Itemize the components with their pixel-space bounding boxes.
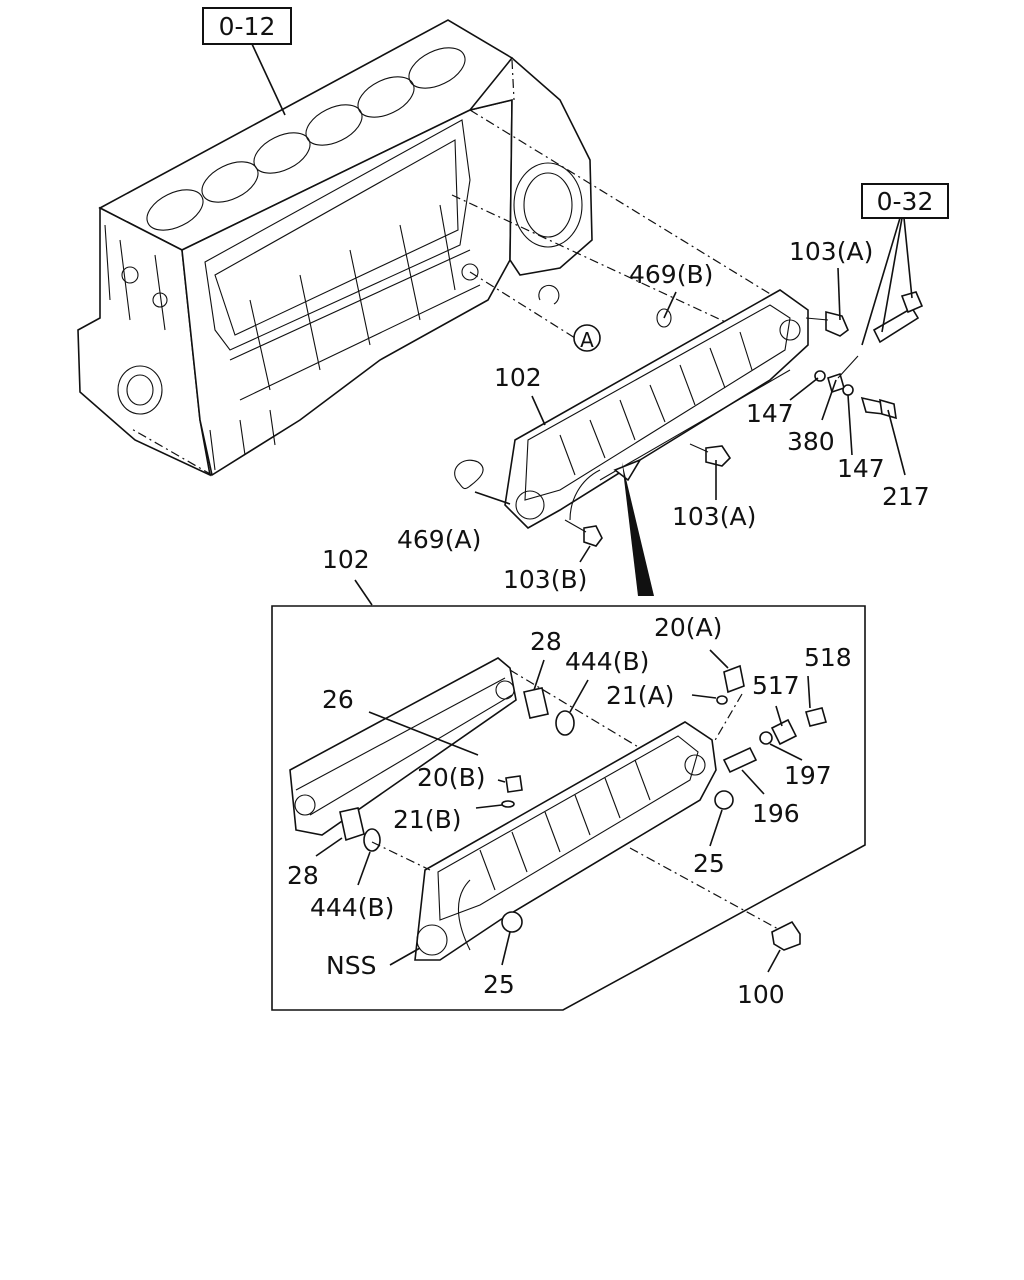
label-25-right: 25	[693, 849, 725, 878]
label-103b: 103(B)	[503, 565, 587, 594]
label-217: 217	[882, 482, 930, 511]
label-444b-top: 444(B)	[565, 647, 649, 676]
label-20b: 20(B)	[417, 763, 485, 792]
engine-block	[77, 19, 593, 477]
label-21b: 21(B)	[393, 805, 461, 834]
label-21a: 21(A)	[606, 681, 674, 710]
sensor-196	[722, 746, 758, 774]
label-380: 380	[787, 427, 835, 456]
plug-20a	[723, 664, 745, 694]
ref-0-12: 0-12	[202, 7, 292, 116]
label-28-bottom: 28	[287, 861, 319, 890]
label-444b-bottom: 444(B)	[310, 893, 394, 922]
oring-21a	[716, 695, 728, 705]
label-26: 26	[322, 685, 354, 714]
pipe-fitting-0-32	[872, 291, 924, 344]
oring-444b-top	[555, 710, 575, 736]
detail-cooler-body	[414, 721, 717, 961]
gasket-28-bottom	[339, 807, 365, 842]
bolt-518	[805, 707, 827, 727]
washer-147-right	[842, 384, 854, 396]
label-28-top: 28	[530, 627, 562, 656]
label-518: 518	[804, 643, 852, 672]
washer-197	[759, 731, 773, 745]
cooler-cover-26	[289, 657, 517, 836]
label-147-right: 147	[837, 454, 885, 483]
plug-100	[771, 920, 801, 951]
nut-25-bottom	[501, 911, 523, 933]
oring-444b-bottom	[363, 828, 381, 852]
bolt-103a-mid	[689, 443, 732, 467]
label-197: 197	[784, 761, 832, 790]
callout-circle-a: A	[573, 324, 601, 352]
egr-cooler-assembly-top	[504, 289, 809, 529]
label-469a: 469(A)	[397, 525, 481, 554]
ref-0-12-label: 0-12	[219, 12, 276, 41]
label-102-top: 102	[494, 363, 542, 392]
label-nss: NSS	[326, 951, 376, 980]
gasket-469b	[656, 308, 672, 328]
label-100: 100	[737, 980, 785, 1009]
gasket-28-top	[523, 687, 549, 719]
label-517: 517	[752, 671, 800, 700]
nut-25-right	[714, 790, 734, 810]
detail-arrow	[622, 462, 654, 596]
label-102-detail: 102	[322, 545, 370, 574]
gasket-469a	[454, 459, 484, 490]
circle-a-label: A	[580, 328, 594, 352]
label-196: 196	[752, 799, 800, 828]
bracket-517	[770, 718, 798, 746]
bolt-217	[860, 396, 897, 420]
label-469b: 469(B)	[629, 260, 713, 289]
bolt-103b	[564, 519, 603, 547]
bolt-380	[827, 355, 859, 394]
label-25-bottom: 25	[483, 970, 515, 999]
detail-frame	[271, 605, 866, 1011]
ref-0-32-label: 0-32	[877, 187, 934, 216]
label-103a-top: 103(A)	[789, 237, 873, 266]
oring-21b	[501, 800, 515, 808]
bolt-103a-top	[805, 310, 849, 337]
label-103a-mid: 103(A)	[672, 502, 756, 531]
label-147-left: 147	[746, 399, 794, 428]
label-20a: 20(A)	[654, 613, 722, 642]
plug-20b	[505, 775, 523, 793]
ref-0-32: 0-32	[861, 183, 949, 346]
